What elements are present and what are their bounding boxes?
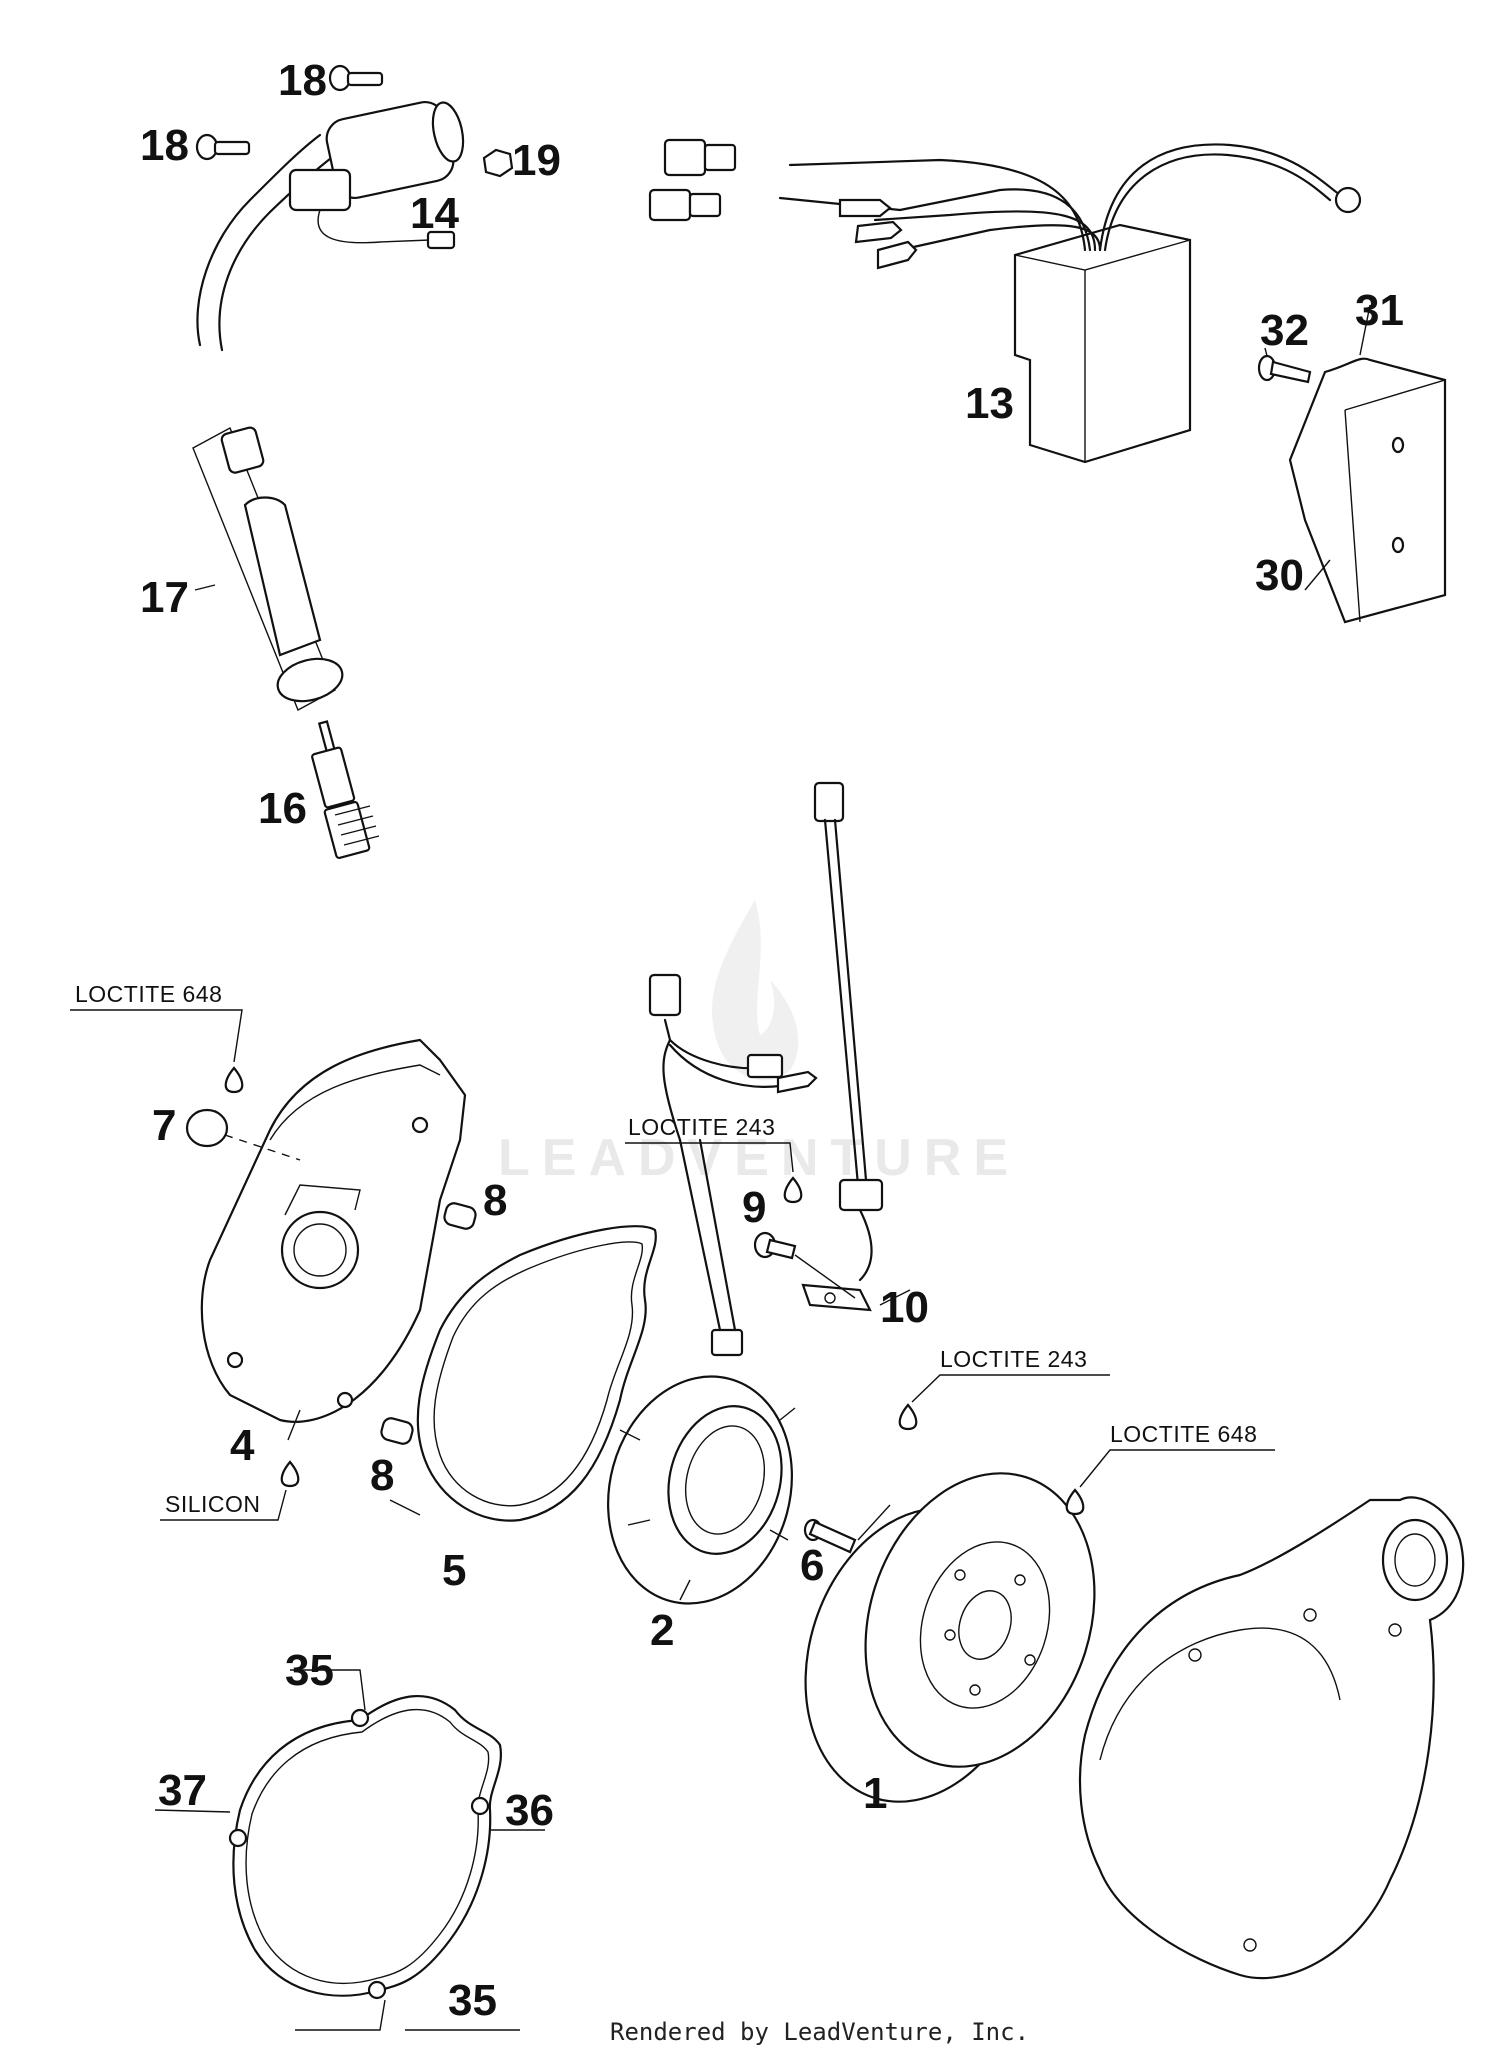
dowel-8-upper xyxy=(443,1202,477,1230)
nut-19 xyxy=(482,148,514,178)
spark-plug-cap-set xyxy=(192,426,344,711)
callout-9: 9 xyxy=(742,1183,766,1232)
ignition-cover-part xyxy=(200,1038,467,1423)
callout-8-upper: 8 xyxy=(483,1176,507,1225)
plug-7 xyxy=(185,1108,301,1161)
callout-35-lower: 35 xyxy=(448,1976,497,2025)
callout-13: 13 xyxy=(965,379,1014,428)
drop-loctite648-right xyxy=(1065,1488,1085,1516)
watermark-text: LEADVENTURE xyxy=(498,1129,1020,1187)
note-loctite243-right: LOCTITE 243 xyxy=(940,1346,1087,1372)
callout-1: 1 xyxy=(863,1769,887,1818)
callout-5: 5 xyxy=(442,1546,466,1595)
watermark: LEADVENTURE xyxy=(498,900,1020,1187)
callout-35-upper: 35 xyxy=(285,1646,334,1695)
screw-32 xyxy=(1257,354,1312,384)
callout-7: 7 xyxy=(152,1101,176,1150)
note-silicon: SILICON xyxy=(165,1491,261,1517)
callout-8-lower: 8 xyxy=(370,1451,394,1500)
screw-18-upper xyxy=(328,64,384,92)
drop-silicon xyxy=(280,1460,300,1488)
generator-cover-part xyxy=(1078,1496,1465,1980)
ignition-coil-part xyxy=(196,101,465,352)
drop-loctite648-top xyxy=(224,1066,244,1094)
callout-18-lower: 18 xyxy=(140,121,189,170)
callout-2: 2 xyxy=(650,1606,674,1655)
dowel-8-lower xyxy=(380,1417,414,1445)
note-loctite243-mid: LOCTITE 243 xyxy=(628,1114,775,1140)
callout-14: 14 xyxy=(410,189,459,238)
drop-loctite243-mid xyxy=(783,1176,803,1204)
callout-17: 17 xyxy=(140,573,189,622)
gasket-5 xyxy=(416,1225,657,1522)
gasket-35-36-37 xyxy=(232,1694,503,1997)
callout-30: 30 xyxy=(1255,551,1304,600)
screw-9 xyxy=(753,1231,797,1260)
screw-6 xyxy=(803,1518,857,1554)
callout-labels: 1 2 4 5 6 7 8 8 9 10 13 14 16 17 18 18 1… xyxy=(140,56,1404,2025)
callout-36: 36 xyxy=(505,1786,554,1835)
pickup-sensor-part xyxy=(801,781,884,1312)
screw-18-lower xyxy=(195,133,251,161)
cdi-unit-part xyxy=(648,138,1362,464)
note-loctite648-right: LOCTITE 648 xyxy=(1110,1421,1257,1447)
callout-37: 37 xyxy=(158,1766,207,1815)
spark-plug xyxy=(311,720,380,859)
drop-loctite243-right xyxy=(898,1403,918,1431)
footer-credit: Rendered by LeadVenture, Inc. xyxy=(610,2018,1029,2046)
callout-19: 19 xyxy=(512,136,561,185)
callout-18-upper: 18 xyxy=(278,56,327,105)
cdi-bracket-part xyxy=(1288,357,1447,624)
leader-lines xyxy=(70,304,1371,2031)
note-loctite648-top: LOCTITE 648 xyxy=(75,981,222,1007)
callout-16: 16 xyxy=(258,784,307,833)
flywheel-part xyxy=(804,1472,1096,1803)
callout-31: 31 xyxy=(1355,286,1404,335)
callout-6: 6 xyxy=(800,1541,824,1590)
callout-4: 4 xyxy=(230,1421,255,1470)
sealant-notes: LOCTITE 648 LOCTITE 243 SILICON LOCTITE … xyxy=(75,981,1257,1517)
callout-32: 32 xyxy=(1260,306,1309,355)
stator-part xyxy=(607,973,818,1605)
callout-10: 10 xyxy=(880,1283,929,1332)
